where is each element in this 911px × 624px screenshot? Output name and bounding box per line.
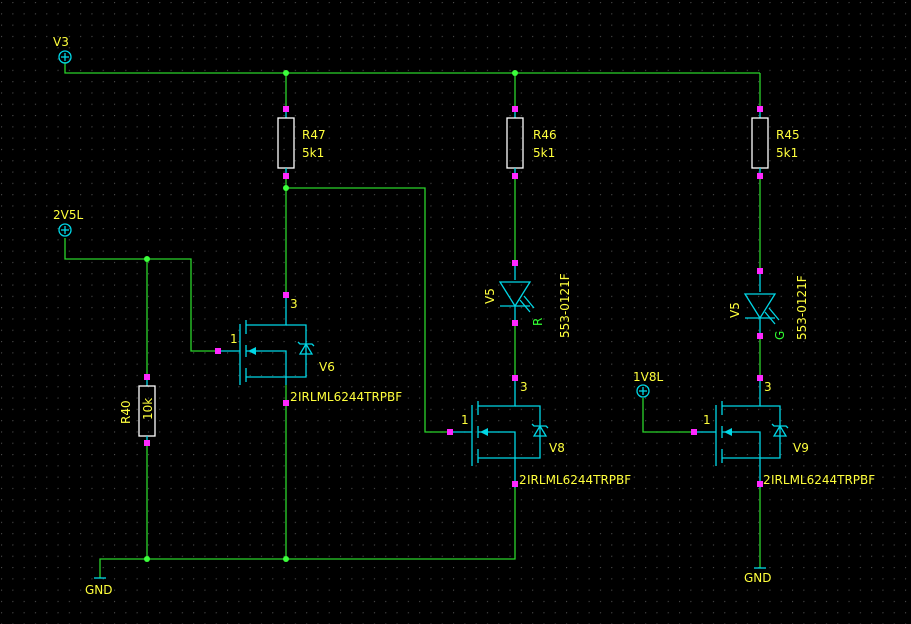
resistor-icon [751,106,769,179]
resistor-icon [138,374,156,446]
value-label: 5k1 [302,146,324,160]
ref-label: V8 [549,441,565,455]
resistor-r47[interactable]: R47 5k1 [277,106,326,179]
port-gnd-right[interactable]: GND [744,567,772,585]
resistor-icon [506,106,524,179]
drain-pin-number: 3 [764,380,772,394]
part-label: IRLML6244TRPBF [298,390,402,404]
mosfet-v6[interactable]: 1 3 2 V6 IRLML6244TRPBF [215,292,402,406]
ref-label: R46 [533,128,557,142]
gate-pin-number: 1 [230,332,238,346]
resistor-r46[interactable]: R46 5k1 [506,106,557,179]
gate-pin-number: 1 [461,413,469,427]
mosfet-v9[interactable]: 1 3 2 V9 IRLML6244TRPBF [691,375,875,488]
ref-label: V9 [793,441,809,455]
led-icon [743,268,780,339]
ref-label: R40 [119,400,133,424]
resistor-r45[interactable]: R45 5k1 [751,106,800,179]
ref-label: V5 [483,288,497,304]
ref-label: V6 [319,360,335,374]
power-port-icon [58,223,72,237]
source-pin-number: 2 [519,473,527,487]
port-label: 2V5L [53,208,83,222]
drain-pin-number: 3 [520,380,528,394]
part-label: 553-0121F [558,273,572,338]
led-red[interactable]: V5 553-0121F R [483,260,572,338]
port-label: 1V8L [633,370,663,384]
part-label: IRLML6244TRPBF [771,473,875,487]
port-label: GND [85,583,113,597]
port-1v8l[interactable]: 1V8L [633,370,663,398]
port-label: GND [744,571,772,585]
gate-pin-number: 1 [703,413,711,427]
mosfet-v8[interactable]: 1 3 2 V8 IRLML6244TRPBF [447,375,631,488]
led-icon [498,260,535,326]
value-label: 10k [141,398,155,420]
resistor-r40[interactable]: R40 10k [119,374,156,446]
ref-label: R47 [302,128,326,142]
source-pin-number: 2 [763,473,771,487]
port-2v5l[interactable]: 2V5L [53,208,83,237]
nmos-icon [691,375,789,488]
led-green[interactable]: V5 553-0121F G [728,268,809,340]
port-label: V3 [53,35,69,49]
power-port-icon [636,384,650,398]
part-label: 553-0121F [795,275,809,340]
wires [64,62,761,578]
value-label: 5k1 [533,146,555,160]
source-pin-number: 2 [290,390,298,404]
port-gnd-left[interactable]: GND [85,577,113,597]
port-v3[interactable]: V3 [53,35,72,64]
color-label: G [773,331,787,340]
ref-label: V5 [728,302,742,318]
resistor-icon [277,106,295,179]
value-label: 5k1 [776,146,798,160]
junctions [144,70,518,562]
color-label: R [531,318,545,326]
power-port-icon [58,50,72,64]
nmos-icon [447,375,549,488]
part-label: IRLML6244TRPBF [527,473,631,487]
ref-label: R45 [776,128,800,142]
drain-pin-number: 3 [290,297,298,311]
nmos-icon [215,292,315,406]
